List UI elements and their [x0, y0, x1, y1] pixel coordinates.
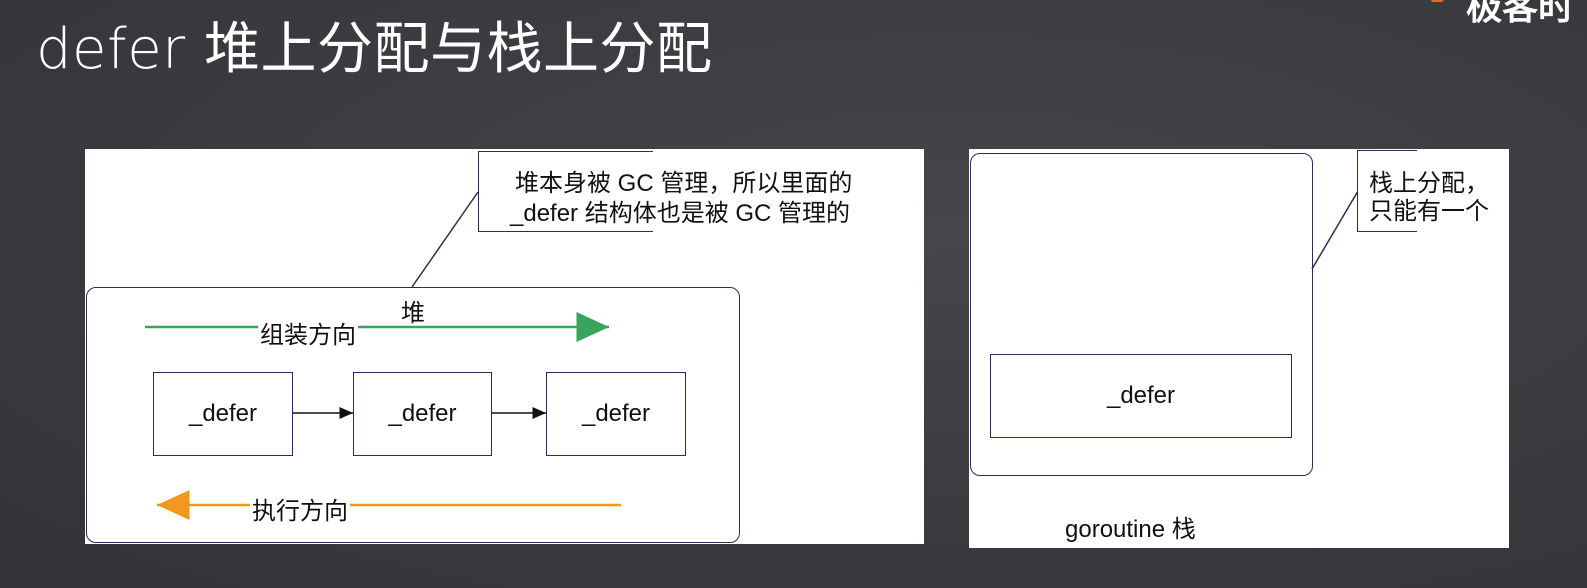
callout-pointer-line [411, 191, 479, 288]
heap-defer-node-2: _defer [353, 372, 492, 456]
logo-icon [1430, 0, 1444, 2]
stack-callout-pointer-line [1311, 190, 1359, 270]
heap-connectors [145, 191, 621, 520]
stack-callout [1357, 150, 1417, 232]
stack-callout-text-line1: 栈上分配， [1369, 170, 1489, 197]
heap-defer-node-3: _defer [546, 372, 686, 456]
stack-connectors [1311, 190, 1359, 270]
assemble-direction-label: 组装方向 [258, 315, 358, 350]
execute-direction-label: 执行方向 [250, 491, 350, 526]
geektime-logo: 极客时 [1420, 0, 1587, 28]
heap-callout-text-line2: _defer 结构体也是被 GC 管理的 [510, 200, 851, 227]
heap-container [86, 287, 740, 543]
heap-callout-text-line1: 堆本身被 GC 管理，所以里面的 [515, 170, 853, 197]
stack-callout-text-line2: 只能有一个 [1369, 198, 1489, 225]
stack-allocation-panel: 栈上分配， 只能有一个 _defer goroutine 栈 [969, 149, 1509, 548]
slide-title: defer 堆上分配与栈上分配 [36, 17, 713, 82]
logo-text: 极客时 [1466, 0, 1575, 28]
goroutine-stack-container [970, 153, 1313, 476]
heap-gc-callout [478, 151, 653, 232]
heap-defer-node-1: _defer [153, 372, 293, 456]
goroutine-stack-label: goroutine 栈 [1065, 516, 1196, 543]
stack-defer-node: _defer [990, 354, 1292, 438]
heap-label: 堆 [401, 300, 425, 327]
heap-allocation-panel: 堆本身被 GC 管理，所以里面的 _defer 结构体也是被 GC 管理的 堆 … [85, 149, 924, 544]
